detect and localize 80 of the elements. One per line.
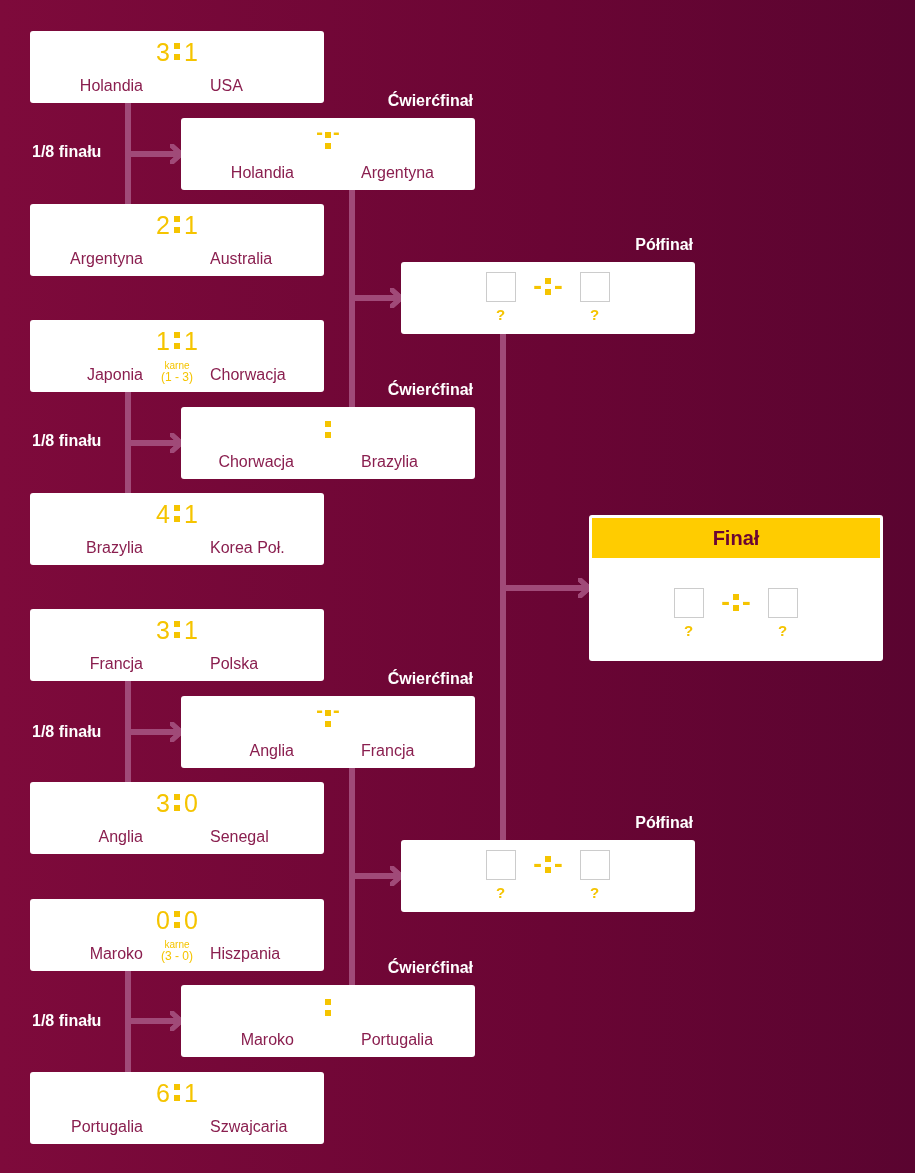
round-label: 1/8 finału <box>32 723 102 741</box>
match-card <box>30 609 324 681</box>
dash: - <box>742 589 751 613</box>
round-heading: Półfinał <box>635 814 693 832</box>
score: 1 <box>184 210 198 240</box>
team-name: Francja <box>361 741 415 761</box>
unknown-team: ? <box>590 884 600 902</box>
match-card <box>30 899 324 971</box>
team-name: Argentyna <box>70 249 143 269</box>
score: 1 <box>184 1078 198 1108</box>
unknown-team: ? <box>590 306 600 324</box>
score: 6 <box>156 1078 170 1108</box>
team-name: Brazylia <box>86 538 143 558</box>
penalty-label: karne <box>163 360 191 371</box>
team-name: Hiszpania <box>210 944 281 964</box>
dash: - <box>533 273 542 297</box>
team-name: Argentyna <box>361 163 434 183</box>
round-heading: Półfinał <box>635 236 693 254</box>
team-name: Australia <box>210 249 273 269</box>
match-card <box>30 782 324 854</box>
team-name: Portugalia <box>70 1117 143 1137</box>
penalty-score: (1 - 3) <box>160 371 194 384</box>
unknown-team: ? <box>496 884 506 902</box>
round-heading: Ćwierćfinał <box>387 959 473 977</box>
team-name: Chorwacja <box>218 452 294 472</box>
score: 4 <box>156 499 170 529</box>
score: 0 <box>184 905 198 935</box>
match-card <box>30 320 324 392</box>
team-name: Japonia <box>86 365 143 385</box>
score: 3 <box>156 788 170 818</box>
round-heading: Ćwierćfinał <box>387 92 473 110</box>
score: 2 <box>156 210 170 240</box>
round-label: 1/8 finału <box>32 143 102 161</box>
dash: - <box>316 120 323 144</box>
round-heading: Finał <box>711 527 761 550</box>
unknown-team: ? <box>684 622 694 640</box>
score: 3 <box>156 37 170 67</box>
team-name: Anglia <box>98 827 143 847</box>
score: 0 <box>156 905 170 935</box>
team-name: Holandia <box>230 163 294 183</box>
dash: - <box>554 273 563 297</box>
score: 1 <box>156 326 170 356</box>
score: 0 <box>184 788 198 818</box>
match-card <box>30 204 324 276</box>
score: 1 <box>184 499 198 529</box>
round-label: 1/8 finału <box>32 1012 102 1030</box>
dash: - <box>554 851 563 875</box>
team-name: Korea Poł. <box>210 538 285 558</box>
round-heading: Ćwierćfinał <box>387 381 473 399</box>
match-card <box>30 493 324 565</box>
team-name: Anglia <box>249 741 294 761</box>
round-label: 1/8 finału <box>32 432 102 450</box>
penalty-label: karne <box>163 939 191 950</box>
unknown-team: ? <box>496 306 506 324</box>
unknown-team: ? <box>778 622 788 640</box>
dash: - <box>721 589 730 613</box>
team-name: Chorwacja <box>210 365 286 385</box>
team-name: Maroko <box>240 1030 294 1050</box>
score: 1 <box>184 615 198 645</box>
team-name: Senegal <box>210 827 269 847</box>
round-heading: Ćwierćfinał <box>387 670 473 688</box>
score: 3 <box>156 615 170 645</box>
team-name: Brazylia <box>361 452 418 472</box>
match-card <box>30 1072 324 1144</box>
team-name: Polska <box>210 654 259 674</box>
team-name: Szwajcaria <box>210 1117 288 1137</box>
team-name: Holandia <box>79 76 143 96</box>
dash: - <box>333 120 340 144</box>
match-card <box>30 31 324 103</box>
final-card <box>589 515 883 661</box>
team-name: Maroko <box>89 944 143 964</box>
team-name: Portugalia <box>361 1030 434 1050</box>
team-name: Francja <box>89 654 143 674</box>
dash: - <box>333 698 340 722</box>
score: 1 <box>184 326 198 356</box>
score: 1 <box>184 37 198 67</box>
dash: - <box>533 851 542 875</box>
team-name: USA <box>210 76 243 96</box>
penalty-score: (3 - 0) <box>160 950 194 963</box>
dash: - <box>316 698 323 722</box>
